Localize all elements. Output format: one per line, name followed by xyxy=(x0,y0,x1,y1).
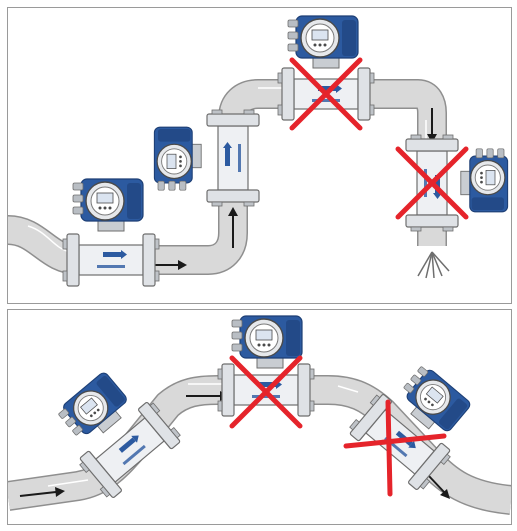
flow-arrow xyxy=(427,474,450,499)
meter-f xyxy=(217,315,315,426)
meter-d xyxy=(398,134,509,232)
bottom-panel xyxy=(7,309,512,525)
flow-arrow xyxy=(19,487,65,497)
meter-a xyxy=(62,178,160,287)
incorrect-mark xyxy=(343,399,447,497)
top-diagram xyxy=(8,15,509,287)
meter-b xyxy=(153,109,260,207)
top-panel xyxy=(7,7,512,304)
outlet-spray xyxy=(417,251,450,279)
bottom-diagram xyxy=(8,315,511,515)
meter-c xyxy=(277,15,375,128)
flow-arrow xyxy=(228,207,238,248)
meter-g xyxy=(343,362,473,497)
